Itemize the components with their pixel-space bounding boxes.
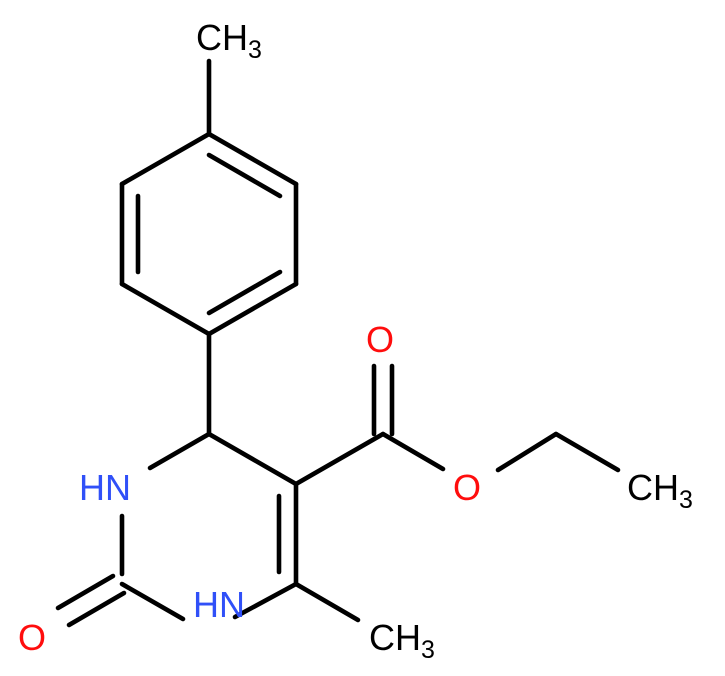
bond-c6-to-ch3 bbox=[293, 581, 361, 623]
atom-label-ch3-top: CH3 bbox=[196, 17, 262, 64]
bond-ring-inner-1 bbox=[206, 152, 283, 199]
atom-label-nh-lower: HN bbox=[193, 584, 245, 625]
bond-ring-top-left bbox=[119, 131, 212, 187]
atom-label-urea-oxygen-main: O bbox=[18, 617, 46, 658]
atom-label-carbonyl-oxygen-main: O bbox=[366, 319, 394, 360]
bond-ring-inner-2 bbox=[206, 269, 283, 316]
bond-c2-to-o-a bbox=[55, 573, 116, 611]
atom-label-nh-lower-main: HN bbox=[193, 584, 245, 625]
atom-label-ch3-top-main: CH bbox=[196, 17, 248, 58]
bond-c2-to-n1 bbox=[119, 581, 186, 622]
atom-label-urea-oxygen: O bbox=[18, 617, 46, 658]
atom-label-ester-oxygen-main: O bbox=[453, 467, 481, 508]
atom-label-ester-oxygen: O bbox=[453, 467, 481, 508]
atom-label-carbonyl-oxygen: O bbox=[366, 319, 394, 360]
bond-layer bbox=[55, 58, 621, 628]
atom-label-ch3-ring: CH3 bbox=[369, 617, 435, 664]
atom-label-nh-upper-main: HN bbox=[79, 467, 131, 508]
bond-c5-to-ester-c bbox=[293, 431, 386, 487]
bond-c4-to-n3 bbox=[147, 431, 212, 471]
bond-c4-to-c5 bbox=[206, 431, 299, 487]
atom-label-ch3-ethyl-subscript: 3 bbox=[679, 486, 693, 514]
bond-ring-top-right bbox=[206, 131, 299, 187]
bond-ch2-to-ch3 bbox=[553, 431, 621, 473]
atom-label-ch3-top-subscript: 3 bbox=[248, 36, 262, 64]
atom-label-ch3-ring-subscript: 3 bbox=[421, 636, 435, 664]
atom-label-ch3-ring-main: CH bbox=[369, 617, 421, 658]
atom-label-ch3-ethyl-main: CH bbox=[627, 467, 679, 508]
atom-label-ch3-ethyl: CH3 bbox=[627, 467, 693, 514]
bond-o-to-ch2 bbox=[495, 431, 559, 473]
atom-label-nh-upper: HN bbox=[79, 467, 131, 508]
bond-n1-to-c6 bbox=[232, 581, 299, 620]
bond-ring-bottom-left bbox=[119, 281, 212, 337]
bond-ester-c-to-o bbox=[380, 431, 446, 472]
bond-ring-bottom-right bbox=[206, 281, 299, 337]
bond-c2-to-o-b bbox=[66, 590, 127, 628]
